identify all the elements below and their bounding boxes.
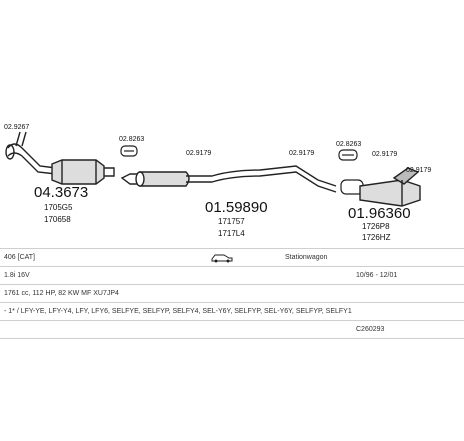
engine-codes: - 1* / LFY-YE, LFY-Y4, LFY, LFY6, SELFYE… xyxy=(4,308,352,315)
vehicle-info-table: 406 [CAT] Stationwagon 1.8i 16V 10/96 - … xyxy=(0,248,464,339)
intermediate-pipe xyxy=(186,165,337,193)
cat-ref-1: 1705G5 xyxy=(44,203,73,212)
rear-part-number: 01.96360 xyxy=(348,205,411,222)
row-engine-codes: - 1* / LFY-YE, LFY-Y4, LFY, LFY6, SELFYE… xyxy=(0,303,464,321)
car-icon xyxy=(210,249,234,266)
engine-spec: 1761 cc, 112 HP, 82 KW MF XU7JP4 xyxy=(4,290,119,297)
body-type: Stationwagon xyxy=(285,254,328,261)
mid-ref-2: 1717L4 xyxy=(218,229,245,238)
production-dates: 10/96 - 12/01 xyxy=(356,272,398,279)
model-name: 406 [CAT] xyxy=(4,254,35,261)
reference-code: C260293 xyxy=(356,326,385,333)
row-ref: C260293 xyxy=(0,321,464,339)
front-pipe xyxy=(5,131,57,175)
catalytic-converter xyxy=(51,159,115,185)
rear-silencer xyxy=(359,167,421,207)
rear-ref-2: 1726HZ xyxy=(362,233,391,242)
rear-ref-1: 1726P8 xyxy=(362,222,390,231)
middle-silencer xyxy=(120,171,190,187)
clamp-label-left: 02.9267 xyxy=(4,124,29,131)
row-model: 406 [CAT] Stationwagon xyxy=(0,248,464,267)
mid-ref-1: 171757 xyxy=(218,217,245,226)
exhaust-diagram: 02.9267 02.8263 02.9179 02.9179 02.8263 … xyxy=(4,124,431,242)
clamp-label-right1: 02.8263 xyxy=(336,141,361,148)
clamp-label-mid2: 02.9179 xyxy=(186,150,211,157)
cat-part-number: 04.3673 xyxy=(34,184,88,201)
engine: 1.8i 16V xyxy=(4,272,30,279)
mid-part-number: 01.59890 xyxy=(205,199,268,216)
cat-ref-2: 170658 xyxy=(44,215,71,224)
clamp-label-right2: 02.9179 xyxy=(372,151,397,158)
clamp-label-mid1: 02.8263 xyxy=(119,136,144,143)
row-engine: 1.8i 16V 10/96 - 12/01 xyxy=(0,267,464,285)
clamp-label-mid3: 02.9179 xyxy=(289,150,314,157)
clamp-label-right3: 02.9179 xyxy=(406,167,431,174)
row-spec: 1761 cc, 112 HP, 82 KW MF XU7JP4 xyxy=(0,285,464,303)
